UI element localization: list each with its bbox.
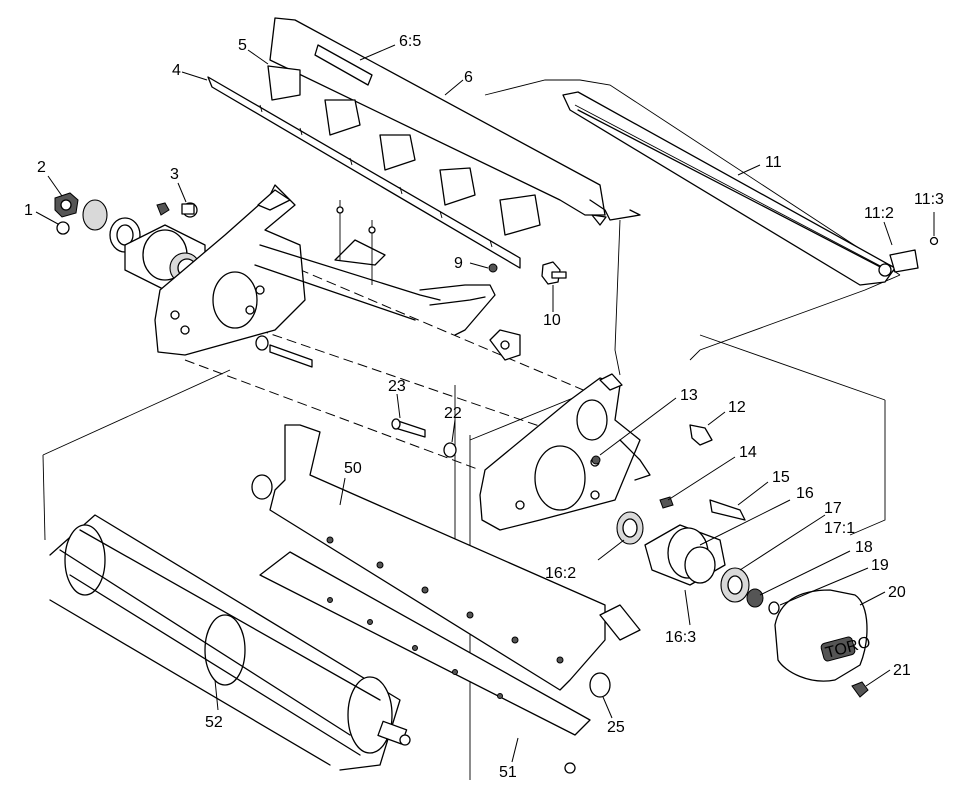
part-11-rod — [562, 91, 939, 286]
leader-lines — [35, 44, 935, 763]
callout-12: 12 — [728, 399, 746, 416]
fasteners — [255, 261, 746, 521]
callout-6-5: 6:5 — [399, 33, 421, 50]
main-frame-tube — [254, 200, 521, 361]
callout-20: 20 — [888, 584, 906, 601]
callout-17-1: 17:1 — [824, 520, 855, 537]
callout-50: 50 — [344, 460, 362, 477]
part-6-shield — [267, 17, 641, 236]
callout-23: 23 — [388, 378, 406, 395]
callout-6: 6 — [464, 69, 473, 86]
callout-51: 51 — [499, 764, 517, 781]
part-50-bedbar — [251, 424, 641, 691]
callout-16: 16 — [796, 485, 814, 502]
left-side-plate — [154, 184, 306, 356]
callout-16-2: 16:2 — [545, 565, 576, 582]
callout-11-3: 11:3 — [914, 191, 944, 208]
callout-11: 11 — [765, 154, 782, 171]
part-51-bedknife — [259, 551, 591, 774]
callout-22: 22 — [444, 405, 462, 422]
callout-13: 13 — [680, 387, 698, 404]
callout-25: 25 — [607, 719, 625, 736]
part-52-reel — [49, 514, 411, 771]
callout-10: 10 — [543, 312, 561, 329]
callout-16-3: 16:3 — [665, 629, 696, 646]
right-side-plate — [479, 373, 651, 531]
callout-21: 21 — [893, 662, 911, 679]
callout-19: 19 — [871, 557, 889, 574]
callout-52: 52 — [205, 714, 223, 731]
callout-14: 14 — [739, 444, 757, 461]
callout-15: 15 — [772, 469, 790, 486]
callout-9: 9 — [454, 255, 463, 272]
part-25-bushing — [589, 672, 611, 698]
callout-labels: 1 2 3 4 5 6:5 6 9 10 11 11:2 11:3 12 13 … — [24, 33, 944, 781]
callout-4: 4 — [172, 62, 181, 79]
callout-2: 2 — [37, 159, 46, 176]
callout-5: 5 — [238, 37, 247, 54]
callout-17: 17 — [824, 500, 842, 517]
part-4-strip — [207, 76, 521, 269]
callout-1: 1 — [24, 202, 33, 219]
right-bearing-parts: TORO — [616, 496, 872, 698]
callout-11-2: 11:2 — [864, 205, 894, 222]
callout-3: 3 — [170, 166, 179, 183]
callout-18: 18 — [855, 539, 873, 556]
